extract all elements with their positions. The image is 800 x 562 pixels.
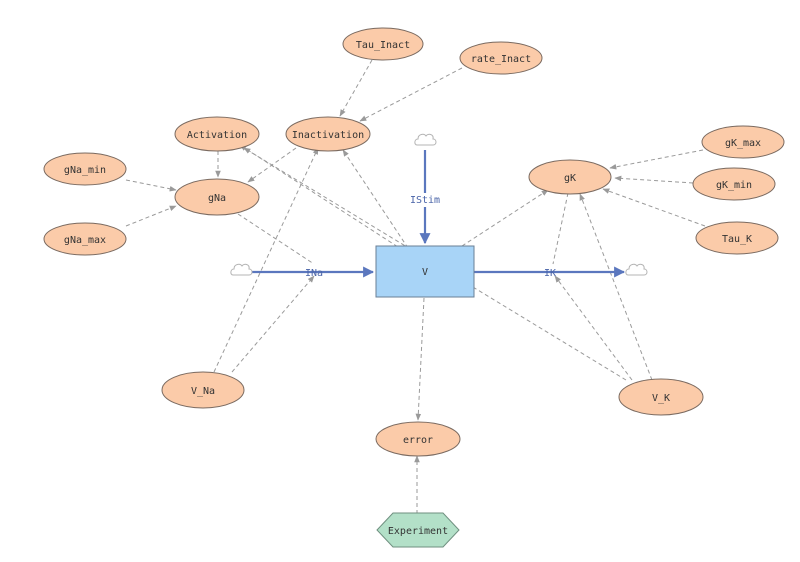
- variable-error[interactable]: error: [375, 421, 461, 457]
- data-node-experiment-label: Experiment: [388, 526, 448, 537]
- variable-inactivation-label: Inactivation: [292, 130, 364, 141]
- variable-gk-min[interactable]: gK_min: [692, 167, 776, 201]
- link-tauk-gk: [602, 188, 706, 227]
- variable-v-k-label: V_K: [652, 393, 670, 404]
- link-vk-activation: [243, 147, 627, 381]
- variable-gna-label: gNa: [208, 193, 226, 204]
- variable-error-label: error: [403, 435, 433, 446]
- link-gna-ina: [237, 213, 315, 265]
- link-gkmin-gk: [614, 175, 694, 184]
- link-vk-ik: [554, 275, 633, 381]
- cloud-icons: [230, 133, 648, 276]
- link-vna-ina: [231, 275, 315, 373]
- variable-tau-inact-label: Tau_Inact: [356, 40, 410, 51]
- link-gna-max-gna: [125, 205, 177, 227]
- link-v-error: [415, 297, 425, 421]
- stock-v-label: V: [422, 267, 428, 278]
- variable-inactivation[interactable]: Inactivation: [285, 116, 371, 152]
- cloud-icon: [625, 263, 648, 276]
- link-rate-inact-inactivation: [359, 67, 463, 122]
- cloud-icon: [230, 263, 253, 276]
- variable-gk[interactable]: gK: [528, 159, 612, 195]
- link-vna-inactivation: [213, 147, 319, 373]
- variable-gk-min-label: gK_min: [716, 180, 752, 191]
- variable-rate-inact-label: rate_Inact: [471, 54, 531, 65]
- flow-ik-label: IK: [544, 268, 556, 279]
- link-v-inactivation: [342, 149, 409, 249]
- variable-gna-min[interactable]: gNa_min: [43, 152, 127, 186]
- variable-gna-min-label: gNa_min: [64, 165, 106, 176]
- variable-tau-k-label: Tau_K: [722, 234, 752, 245]
- influence-links: [125, 59, 706, 514]
- variable-v-na-label: V_Na: [191, 386, 215, 397]
- variable-gna[interactable]: gNa: [174, 178, 260, 216]
- variable-v-k[interactable]: V_K: [618, 378, 704, 416]
- variable-activation[interactable]: Activation: [174, 116, 260, 152]
- flow-ina-label: INa: [305, 268, 323, 279]
- link-v-gk: [461, 189, 549, 247]
- variable-activation-label: Activation: [187, 130, 247, 141]
- variable-gk-label: gK: [564, 173, 576, 184]
- link-vk-gk: [579, 193, 653, 381]
- stock-v[interactable]: V: [375, 245, 475, 298]
- flow-istim-label: IStim: [410, 195, 440, 206]
- cloud-icon: [414, 133, 437, 146]
- link-tau-inact-inactivation: [339, 59, 373, 117]
- link-gna-min-gna: [125, 179, 177, 192]
- data-node-experiment[interactable]: Experiment: [376, 512, 460, 548]
- flow-labels: IStim INa IK: [305, 193, 556, 279]
- link-gkmax-gk: [609, 149, 704, 170]
- variable-gk-max[interactable]: gK_max: [701, 125, 785, 159]
- variable-tau-k[interactable]: Tau_K: [695, 221, 779, 255]
- variable-gna-max-label: gNa_max: [64, 235, 106, 246]
- variable-tau-inact[interactable]: Tau_Inact: [342, 27, 424, 61]
- link-v-activation: [239, 144, 475, 297]
- variable-rate-inact[interactable]: rate_Inact: [459, 41, 543, 75]
- variable-gk-max-label: gK_max: [725, 138, 761, 149]
- variable-gna-max[interactable]: gNa_max: [43, 222, 127, 256]
- link-gk-ik: [552, 192, 569, 265]
- variable-v-na[interactable]: V_Na: [161, 371, 245, 409]
